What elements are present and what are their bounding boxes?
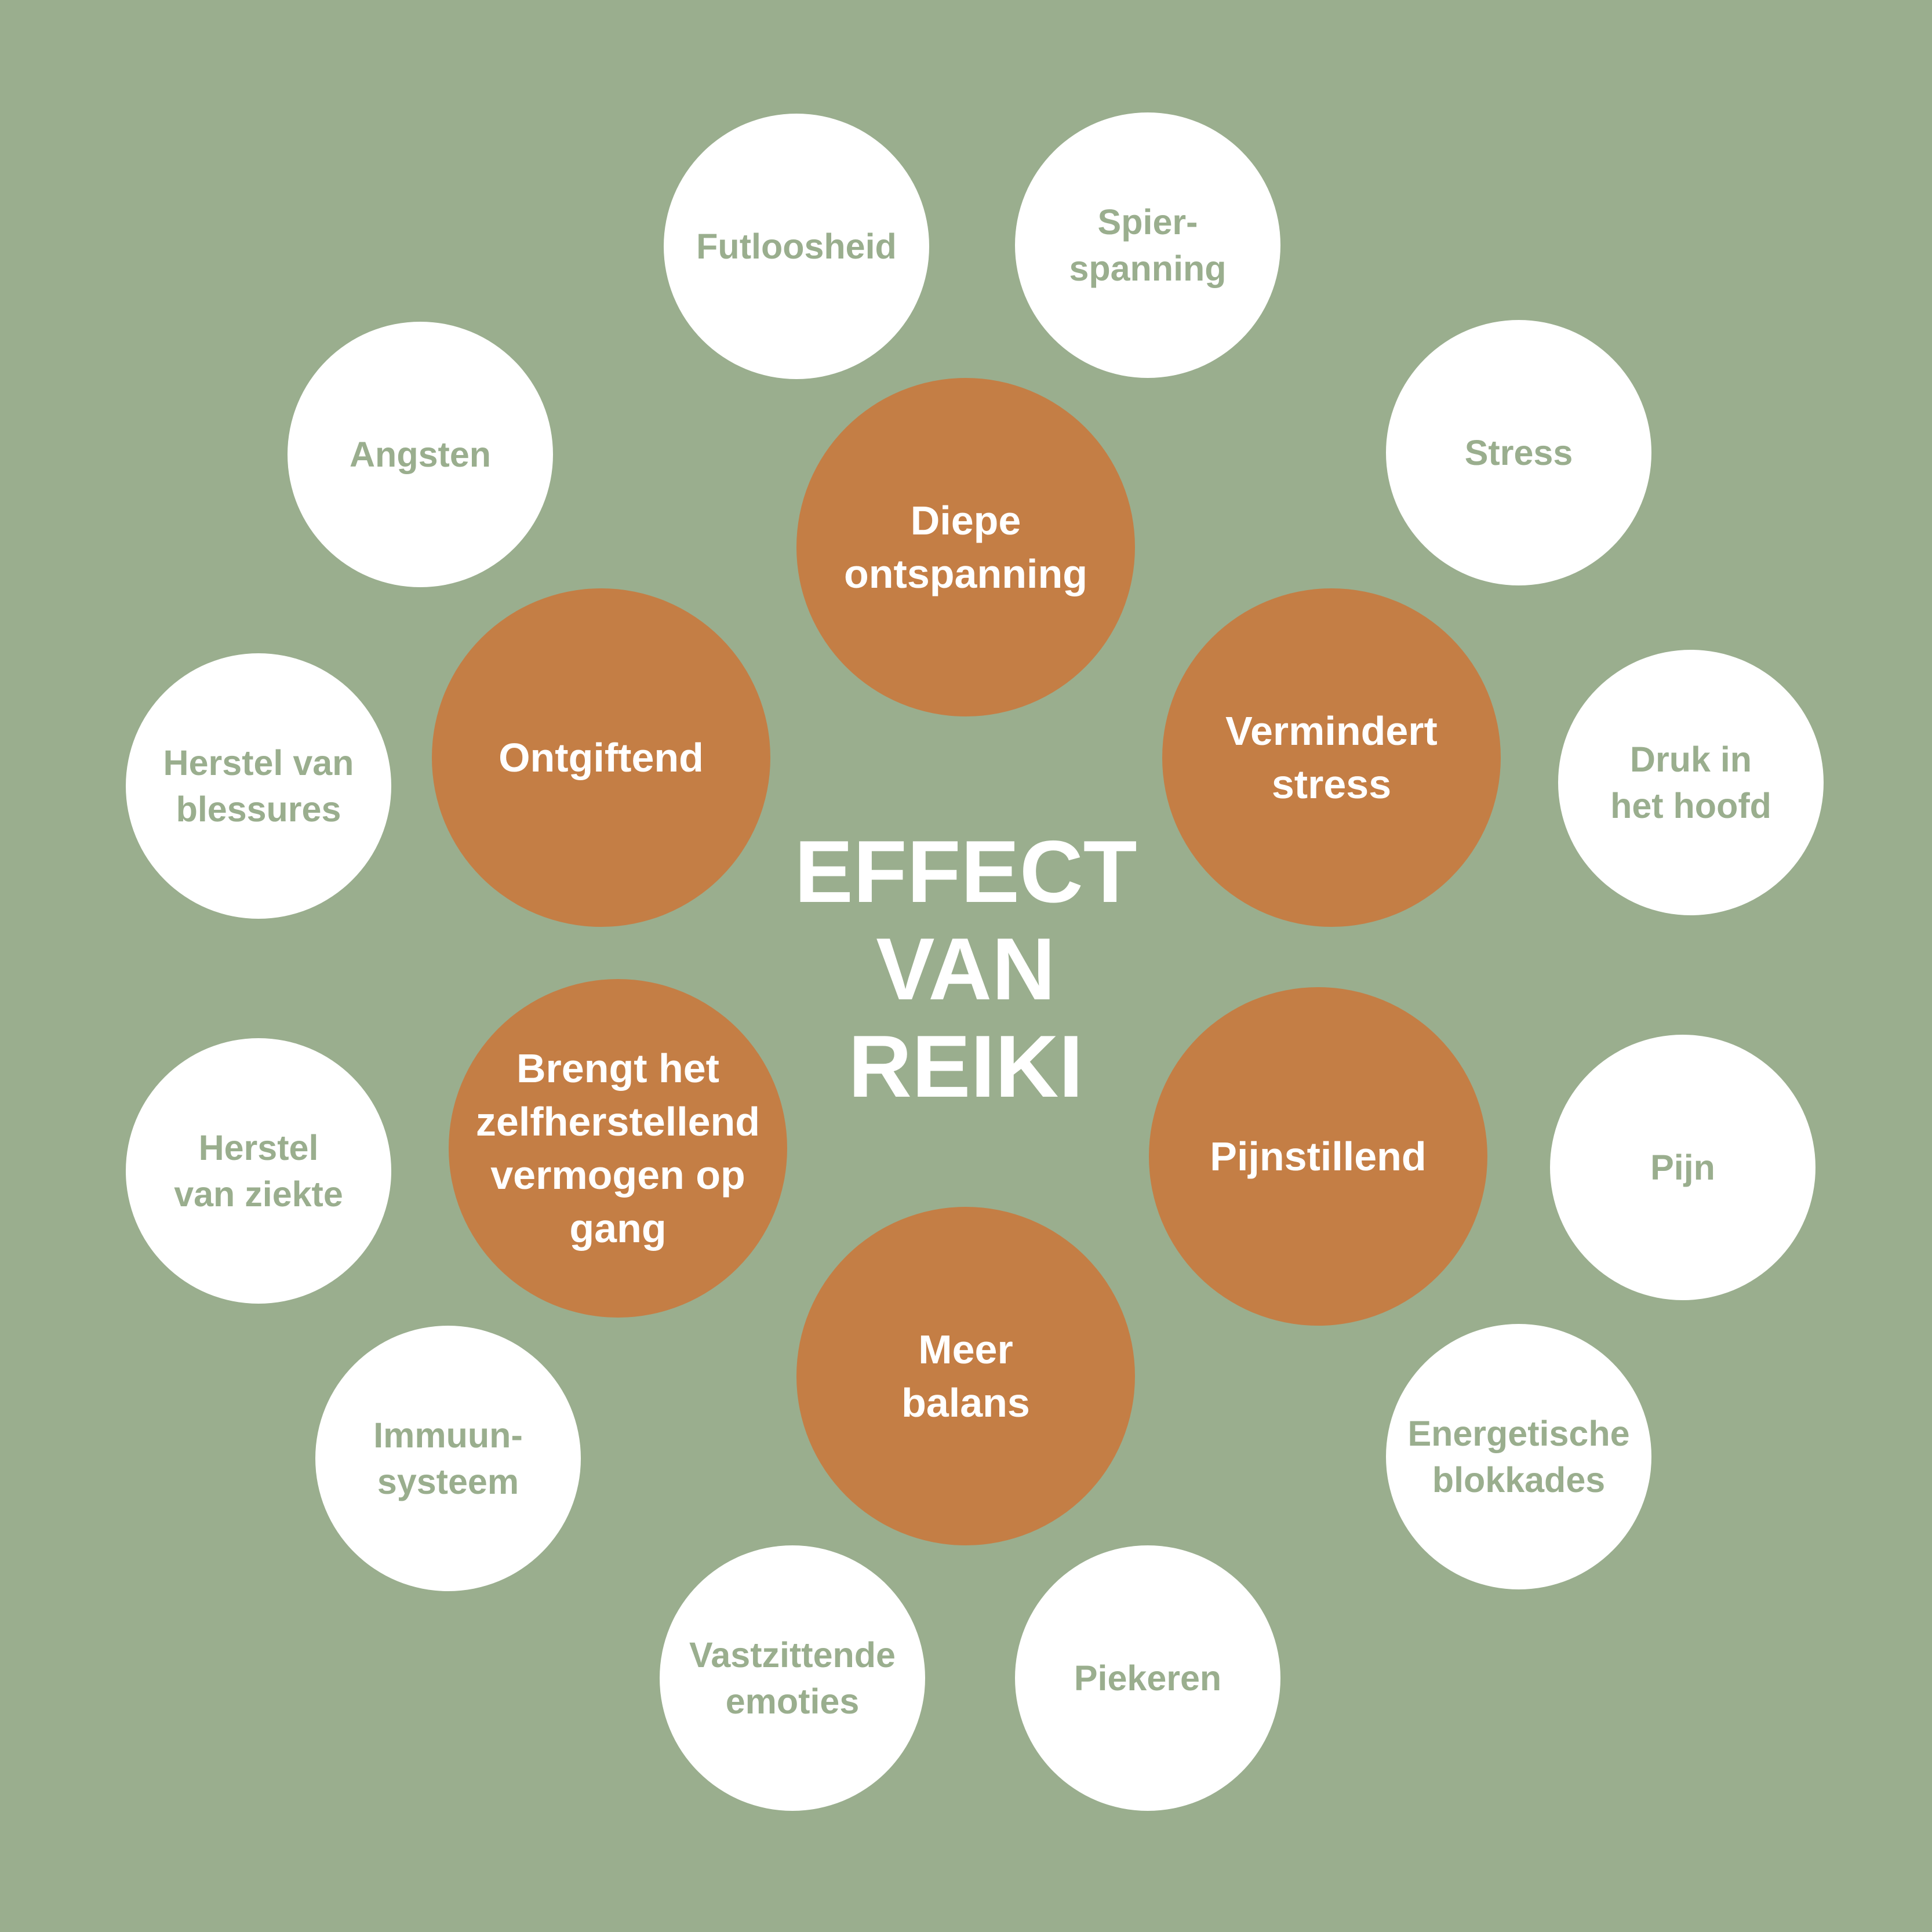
- outer-circle-label: Spier- spanning: [1069, 202, 1227, 288]
- outer-circle-label: Vastzittende emoties: [689, 1635, 896, 1721]
- outer-circle-immuunsysteem: Immuun- systeem: [315, 1326, 581, 1591]
- outer-circle-label: Immuun- systeem: [373, 1416, 523, 1501]
- outer-circle-stress: Stress: [1386, 320, 1651, 585]
- outer-circle-label: Energetische blokkades: [1407, 1414, 1630, 1500]
- inner-circle-label: Meer balans: [901, 1327, 1030, 1425]
- outer-circle-piekeren: Piekeren: [1015, 1545, 1280, 1811]
- inner-circle-pijnstillend: Pijnstillend: [1149, 987, 1487, 1326]
- outer-circle-vastzittende-emoties: Vastzittende emoties: [660, 1545, 925, 1811]
- inner-circle-meer-balans: Meer balans: [796, 1207, 1135, 1545]
- inner-circle-diepe-ontspanning: Diepe ontspanning: [796, 378, 1135, 716]
- inner-circle-label: Vermindert stress: [1225, 708, 1438, 807]
- outer-circle-angsten: Angsten: [288, 322, 553, 587]
- inner-circle-label: Pijnstillend: [1210, 1134, 1427, 1179]
- inner-circle-ontgiftend: Ontgiftend: [432, 588, 770, 927]
- outer-circle-label: Angsten: [350, 435, 491, 474]
- inner-circle-label: Ontgiftend: [499, 735, 704, 780]
- outer-circle-label: Futloosheid: [696, 227, 897, 266]
- outer-circle-label: Pijn: [1650, 1148, 1715, 1187]
- outer-circle-label: Herstel van blessures: [163, 743, 354, 829]
- outer-circle-druk-in-het-hoofd: Druk in het hoofd: [1558, 650, 1824, 915]
- outer-circle-energetische-blokkades: Energetische blokkades: [1386, 1324, 1651, 1589]
- outer-circle-herstel-van-ziekte: Herstel van ziekte: [126, 1038, 391, 1304]
- outer-circle-label: Herstel van ziekte: [174, 1128, 343, 1214]
- outer-circle-label: Piekeren: [1074, 1658, 1222, 1698]
- outer-circle-herstel-van-blessures: Herstel van blessures: [126, 653, 391, 919]
- center-title: EFFECT VAN REIKI: [794, 823, 1137, 1116]
- outer-circle-label: Druk in het hoofd: [1610, 740, 1771, 825]
- outer-circle-spierspanning: Spier- spanning: [1015, 112, 1280, 378]
- inner-circle-zelfherstellend-vermogen: Brengt het zelfherstellend vermogen op g…: [449, 979, 787, 1318]
- inner-circle-label: Brengt het zelfherstellend vermogen op g…: [475, 1046, 761, 1251]
- outer-circle-futloosheid: Futloosheid: [664, 114, 929, 379]
- outer-circle-pijn: Pijn: [1550, 1035, 1815, 1300]
- outer-circle-label: Stress: [1464, 433, 1573, 472]
- inner-circle-vermindert-stress: Vermindert stress: [1162, 588, 1501, 927]
- inner-circle-label: Diepe ontspanning: [844, 498, 1087, 596]
